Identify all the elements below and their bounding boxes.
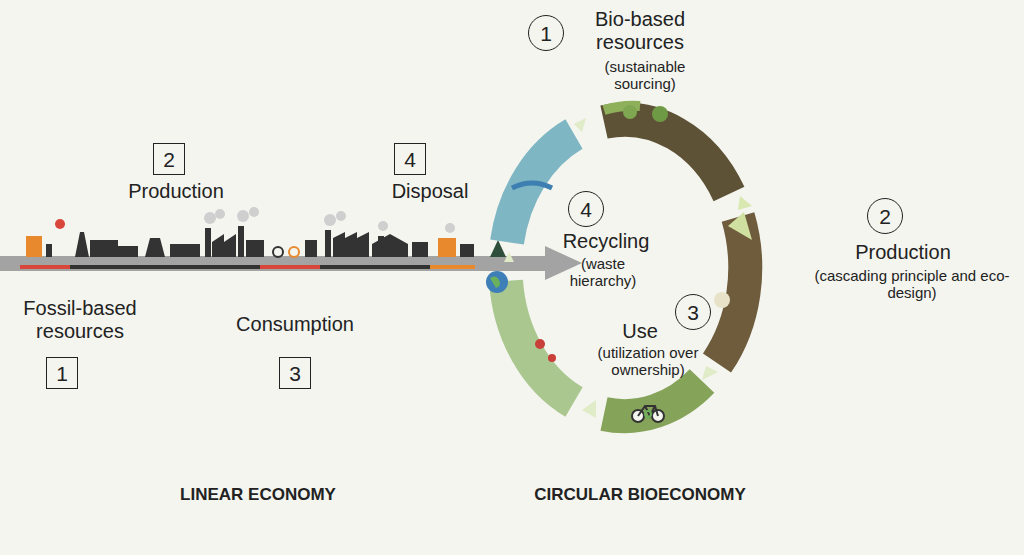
stage-note: (waste hierarchy)	[562, 255, 644, 290]
section-heading: LINEAR ECONOMY	[118, 485, 398, 505]
bicycle-icon	[632, 406, 664, 422]
stage-name: Fossil-based resources	[10, 297, 150, 343]
callout-number: 3	[687, 302, 699, 323]
callout-box: 4	[394, 143, 426, 175]
linear-band	[0, 256, 548, 271]
bioeconomy-ring	[506, 120, 745, 416]
factory-silhouettes	[26, 226, 506, 257]
callout-circle: 3	[675, 294, 711, 330]
callout-number: 1	[56, 363, 68, 384]
stage-note: (utilization over ownership)	[587, 344, 709, 379]
callout-circle: 4	[568, 191, 604, 227]
callout-circle: 2	[867, 198, 903, 234]
band-strip	[430, 265, 475, 269]
callout-box: 3	[279, 357, 311, 389]
stage-name: Production	[111, 180, 241, 203]
callout-number: 1	[540, 23, 552, 44]
stage-note: (sustainable sourcing)	[589, 58, 701, 93]
callout-number: 2	[879, 206, 891, 227]
section-heading: CIRCULAR BIOECONOMY	[480, 485, 800, 505]
band-strip	[70, 265, 260, 269]
callout-number: 4	[580, 199, 592, 220]
callout-number: 3	[289, 363, 301, 384]
callout-circle: 1	[528, 15, 564, 51]
stage-note: (cascading principle and eco-design)	[812, 267, 1012, 302]
band-strip	[260, 265, 320, 269]
smoke-puffs	[55, 207, 455, 233]
stage-name: Consumption	[220, 313, 370, 336]
band-strip	[20, 265, 70, 269]
stage-name: Disposal	[375, 180, 485, 203]
stage-name: Bio-based resources	[580, 8, 700, 54]
callout-number: 4	[404, 149, 416, 170]
band-strip	[320, 265, 430, 269]
stage-name: Recycling	[551, 230, 661, 253]
callout-box: 2	[153, 143, 185, 175]
callout-number: 2	[163, 149, 175, 170]
stage-name: Production	[838, 241, 968, 264]
globe-icon	[486, 271, 508, 293]
ring-decoration	[504, 105, 752, 418]
stage-name: Use	[610, 320, 670, 343]
callout-box: 1	[46, 357, 78, 389]
